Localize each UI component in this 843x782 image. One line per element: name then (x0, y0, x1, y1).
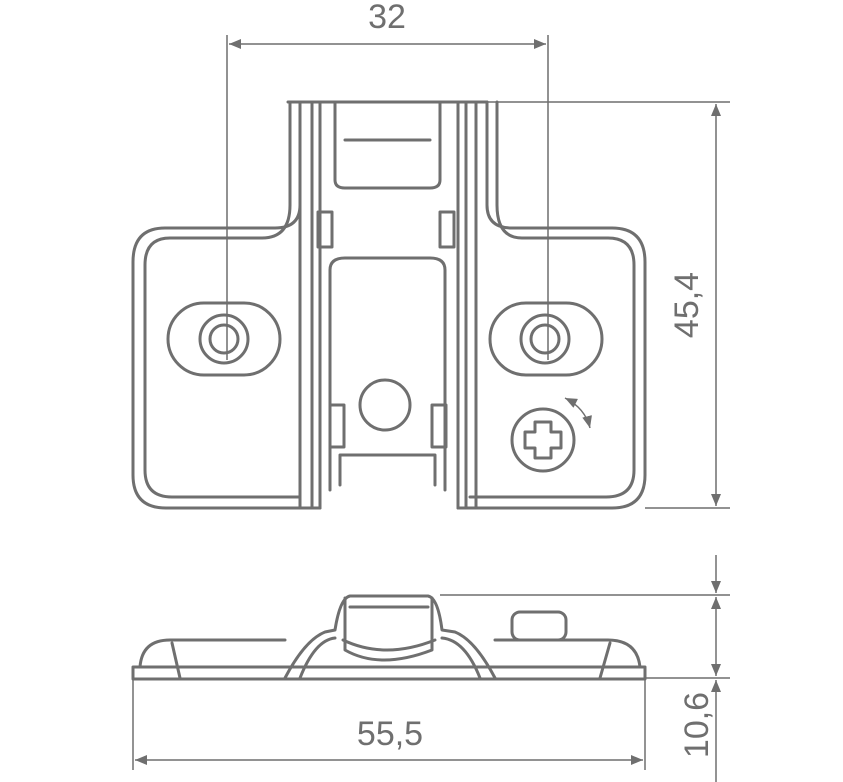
dimension-width: 55,5 (132, 680, 646, 770)
top-view (131, 100, 647, 510)
thickness-label: 10,6 (678, 692, 716, 758)
cross-screw-icon (510, 397, 592, 473)
width-label: 55,5 (357, 715, 423, 753)
height-label: 45,4 (668, 272, 706, 338)
dimension-thickness: 10,6 (440, 555, 730, 782)
center-hole (358, 378, 412, 432)
dimension-hole-spacing: 32 (226, 0, 549, 360)
side-view (131, 594, 647, 681)
hole-spacing-label: 32 (368, 0, 406, 36)
dimension-height: 45,4 (487, 101, 730, 509)
